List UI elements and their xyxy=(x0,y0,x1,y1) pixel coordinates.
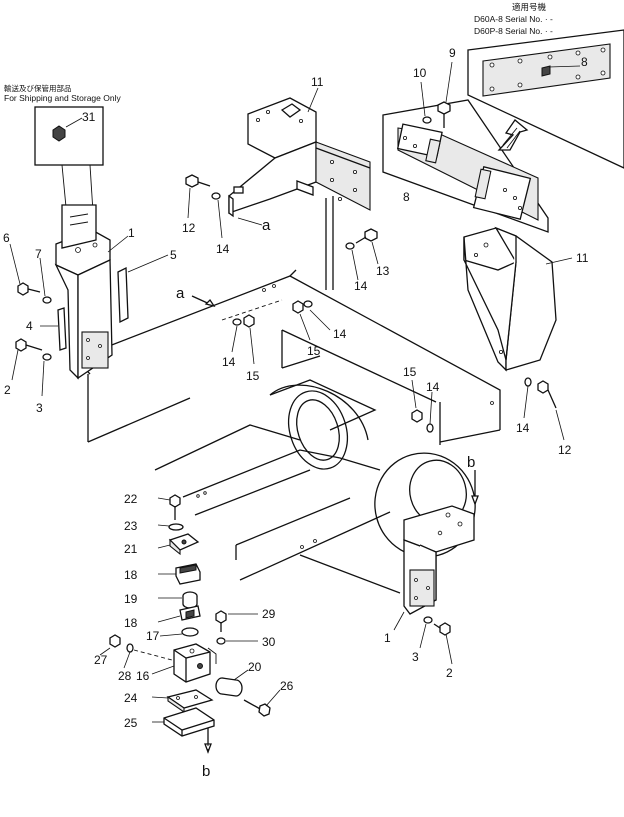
label-part-1-left: 1 xyxy=(128,226,135,240)
label-part-14-c: 14 xyxy=(333,327,347,341)
label-part-25: 25 xyxy=(124,716,138,730)
label-part-15-b: 15 xyxy=(246,369,260,383)
pad-4-5 xyxy=(40,254,169,351)
label-part-23: 23 xyxy=(124,519,138,533)
label-part-15-c: 15 xyxy=(403,365,417,379)
label-part-20: 20 xyxy=(248,660,262,674)
label-part-14-e: 14 xyxy=(426,380,440,394)
label-part-24: 24 xyxy=(124,691,138,705)
bracket-1-left xyxy=(54,204,129,380)
label-part-22: 22 xyxy=(124,492,138,506)
ref-arrows xyxy=(191,295,479,756)
serial-header: 適用号機 xyxy=(512,2,547,12)
label-part-9: 9 xyxy=(449,46,456,60)
shipping-inset-box xyxy=(34,106,104,229)
label-part-14-d: 14 xyxy=(222,355,236,369)
label-part-18-bottom: 18 xyxy=(124,616,138,630)
label-part-29: 29 xyxy=(262,607,276,621)
bracket-11-right xyxy=(463,226,573,372)
label-part-12-right: 12 xyxy=(558,443,572,457)
bolts-left xyxy=(9,243,52,397)
label-part-3-left: 3 xyxy=(36,401,43,415)
label-part-28: 28 xyxy=(118,669,132,683)
shipping-note-jp: 輸送及び保管用部品 xyxy=(4,83,72,93)
bolt-9-washer-10 xyxy=(420,61,453,128)
main-frame xyxy=(69,269,501,594)
label-part-31: 31 xyxy=(82,110,96,124)
label-part-8-detail: 8 xyxy=(581,55,588,69)
label-part-11-top: 11 xyxy=(311,75,324,89)
label-part-2-right: 2 xyxy=(446,666,453,680)
label-ref-a-upper: a xyxy=(262,217,271,234)
plate-detail-panel xyxy=(467,29,624,169)
label-part-16: 16 xyxy=(136,669,150,683)
label-part-4: 4 xyxy=(26,319,33,333)
label-part-11-right: 11 xyxy=(576,251,589,265)
bracket-1-right xyxy=(393,505,475,665)
label-part-8-plate: 8 xyxy=(403,190,410,204)
label-ref-b-upper: b xyxy=(467,454,475,471)
label-part-12-upper: 12 xyxy=(182,221,196,235)
label-part-14-f: 14 xyxy=(516,421,530,435)
label-part-7: 7 xyxy=(35,247,42,261)
part-labels: 8 9 10 11 31 8 12 14 a 1 6 7 5 13 14 11 … xyxy=(3,46,589,780)
label-part-19: 19 xyxy=(124,592,138,606)
label-part-13: 13 xyxy=(376,264,390,278)
serial-line-d60p: D60P-8 Serial No. · - xyxy=(474,26,553,36)
label-part-27: 27 xyxy=(94,653,108,667)
label-part-1-right: 1 xyxy=(384,631,391,645)
label-part-6: 6 xyxy=(3,231,10,245)
nuts-15-washers-14 xyxy=(231,300,434,433)
serial-line-d60a: D60A-8 Serial No. · - xyxy=(474,14,553,24)
serial-number-box: 適用号機 D60A-8 Serial No. · - D60P-8 Serial… xyxy=(474,2,553,36)
label-part-3-right: 3 xyxy=(412,650,419,664)
label-part-26: 26 xyxy=(280,679,294,693)
bolt-12-washer-14-right xyxy=(523,377,565,441)
label-part-10: 10 xyxy=(413,66,427,80)
label-part-5: 5 xyxy=(170,248,177,262)
label-ref-a-frame: a xyxy=(176,285,185,302)
label-part-14-b: 14 xyxy=(354,279,368,293)
bolt-12-washer-14-upper xyxy=(185,174,263,239)
side-plate-frame xyxy=(382,99,549,233)
label-part-17: 17 xyxy=(146,629,160,643)
label-part-18-top: 18 xyxy=(124,568,138,582)
label-part-30: 30 xyxy=(262,635,276,649)
label-part-21: 21 xyxy=(124,542,138,556)
shipping-note: 輸送及び保管用部品 For Shipping and Storage Only xyxy=(4,83,121,103)
bolt-13-washer-14 xyxy=(345,228,379,281)
bracket-11-left xyxy=(228,87,371,290)
label-part-14-upper: 14 xyxy=(216,242,230,256)
mount-stack xyxy=(99,494,281,737)
label-ref-b-lower: b xyxy=(202,763,210,780)
label-part-2-left: 2 xyxy=(4,383,11,397)
label-part-15-a: 15 xyxy=(307,344,321,358)
shipping-note-en: For Shipping and Storage Only xyxy=(4,93,121,103)
